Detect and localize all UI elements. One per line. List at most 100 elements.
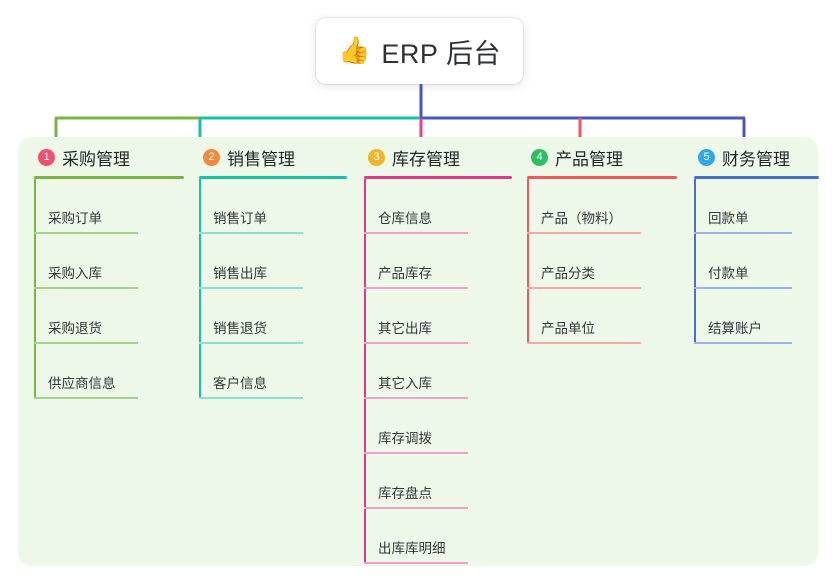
submodule-label: 采购订单 [48, 211, 102, 226]
submodule-label: 付款单 [708, 266, 749, 281]
submodule-rule [34, 397, 138, 399]
submodule-spine [694, 179, 696, 344]
submodule-item[interactable]: 其它入库 [364, 344, 512, 399]
submodule-rule [364, 507, 468, 509]
module-header-rule [527, 176, 677, 179]
submodule-item[interactable]: 结算账户 [694, 289, 819, 344]
submodule-list: 回款单付款单结算账户 [694, 179, 819, 344]
submodule-item[interactable]: 库存调拨 [364, 399, 512, 454]
submodule-list: 仓库信息产品库存其它出库其它入库库存调拨库存盘点出库库明细 [364, 179, 512, 564]
module-header-rule [34, 176, 184, 179]
submodule-spine [199, 179, 201, 399]
module-number-badge: 1 [38, 148, 55, 166]
submodule-item[interactable]: 其它出库 [364, 289, 512, 344]
module-title: 销售管理 [227, 149, 295, 169]
submodule-item[interactable]: 库存盘点 [364, 454, 512, 509]
module-title: 库存管理 [392, 149, 460, 169]
submodule-label: 客户信息 [213, 376, 267, 391]
submodule-item[interactable]: 产品单位 [527, 289, 677, 344]
submodule-item[interactable]: 产品（物料） [527, 179, 677, 234]
submodule-item[interactable]: 采购退货 [34, 289, 184, 344]
submodule-spine [527, 179, 529, 344]
submodule-label: 销售订单 [213, 211, 267, 226]
submodule-label: 销售出库 [213, 266, 267, 281]
root-node-content: 👍 ERP 后台 [338, 32, 501, 71]
submodule-label: 产品分类 [541, 266, 595, 281]
submodule-rule [34, 232, 138, 234]
thumbs-up-icon: 👍 [338, 35, 371, 65]
submodule-rule [527, 232, 641, 234]
module-header-2[interactable]: 2 销售管理 [199, 143, 347, 171]
module-column-3: 3 库存管理仓库信息产品库存其它出库其它入库库存调拨库存盘点出库库明细 [364, 143, 512, 564]
root-node-title: ERP 后台 [381, 38, 501, 69]
submodule-item[interactable]: 供应商信息 [34, 344, 184, 399]
submodule-spine [34, 179, 36, 399]
submodule-rule [364, 287, 468, 289]
submodule-item[interactable]: 回款单 [694, 179, 819, 234]
submodule-rule [364, 232, 468, 234]
submodule-item[interactable]: 产品分类 [527, 234, 677, 289]
module-column-1: 1 采购管理采购订单采购入库采购退货供应商信息 [34, 143, 184, 399]
submodule-item[interactable]: 客户信息 [199, 344, 347, 399]
submodule-label: 产品（物料） [541, 211, 622, 226]
submodule-label: 其它出库 [378, 321, 432, 336]
submodule-list: 采购订单采购入库采购退货供应商信息 [34, 179, 184, 399]
submodule-label: 销售退货 [213, 321, 267, 336]
submodule-label: 其它入库 [378, 376, 432, 391]
submodule-rule [527, 342, 641, 344]
submodule-rule [199, 287, 303, 289]
submodule-rule [34, 287, 138, 289]
submodule-item[interactable]: 销售出库 [199, 234, 347, 289]
submodule-rule [694, 287, 792, 289]
submodule-item[interactable]: 产品库存 [364, 234, 512, 289]
module-number-badge: 4 [531, 148, 548, 166]
module-header-rule [694, 176, 819, 179]
submodule-rule [199, 342, 303, 344]
submodule-label: 产品库存 [378, 266, 432, 281]
module-header-3[interactable]: 3 库存管理 [364, 143, 512, 171]
submodule-rule [199, 397, 303, 399]
module-title: 财务管理 [722, 149, 790, 169]
root-node-card[interactable]: 👍 ERP 后台 [316, 18, 523, 84]
submodule-list: 销售订单销售出库销售退货客户信息 [199, 179, 347, 399]
module-number-badge: 2 [203, 148, 220, 166]
module-title: 产品管理 [555, 149, 623, 169]
submodule-item[interactable]: 采购订单 [34, 179, 184, 234]
module-column-2: 2 销售管理销售订单销售出库销售退货客户信息 [199, 143, 347, 399]
submodule-rule [199, 232, 303, 234]
module-number-badge: 5 [698, 148, 715, 166]
submodule-label: 仓库信息 [378, 211, 432, 226]
submodule-list: 产品（物料） 产品分类产品单位 [527, 179, 677, 344]
submodule-rule [34, 342, 138, 344]
submodule-label: 出库库明细 [378, 541, 446, 556]
submodule-rule [364, 452, 468, 454]
modules-panel [18, 137, 818, 566]
submodule-rule [364, 397, 468, 399]
submodule-item[interactable]: 付款单 [694, 234, 819, 289]
submodule-label: 采购退货 [48, 321, 102, 336]
submodule-item[interactable]: 仓库信息 [364, 179, 512, 234]
submodule-item[interactable]: 出库库明细 [364, 509, 512, 564]
submodule-label: 采购入库 [48, 266, 102, 281]
submodule-rule [694, 232, 792, 234]
module-column-5: 5 财务管理回款单付款单结算账户 [694, 143, 819, 344]
module-title: 采购管理 [62, 149, 130, 169]
module-column-4: 4 产品管理产品（物料） 产品分类产品单位 [527, 143, 677, 344]
submodule-item[interactable]: 销售退货 [199, 289, 347, 344]
submodule-label: 回款单 [708, 211, 749, 226]
module-number-badge: 3 [368, 148, 385, 166]
module-header-1[interactable]: 1 采购管理 [34, 143, 184, 171]
submodule-label: 库存盘点 [378, 486, 432, 501]
module-header-4[interactable]: 4 产品管理 [527, 143, 677, 171]
submodule-item[interactable]: 采购入库 [34, 234, 184, 289]
submodule-label: 产品单位 [541, 321, 595, 336]
submodule-label: 供应商信息 [48, 376, 116, 391]
submodule-item[interactable]: 销售订单 [199, 179, 347, 234]
submodule-rule [694, 342, 792, 344]
submodule-spine [364, 179, 366, 564]
module-header-rule [364, 176, 512, 179]
module-header-5[interactable]: 5 财务管理 [694, 143, 819, 171]
submodule-rule [364, 342, 468, 344]
submodule-rule [364, 562, 468, 564]
